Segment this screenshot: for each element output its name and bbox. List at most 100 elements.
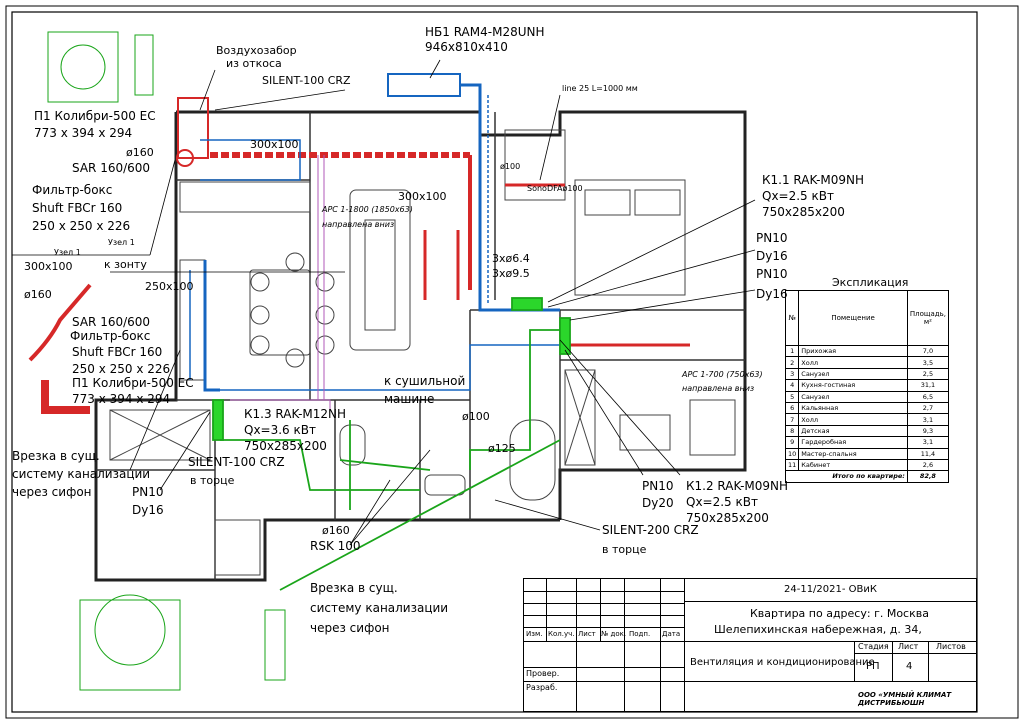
supply-ducts bbox=[28, 97, 690, 414]
exhaust-ducts bbox=[189, 73, 560, 392]
tb-col-3: № док. bbox=[601, 630, 627, 638]
expl-room: Детская bbox=[798, 424, 908, 438]
expl-num: 3 bbox=[784, 367, 800, 381]
expl-area: 7,0 bbox=[906, 344, 950, 358]
apc700b-label: направлена вниз bbox=[682, 384, 755, 393]
rsk-label: RSK 100 bbox=[310, 539, 361, 553]
expl-room: Прихожая bbox=[798, 344, 908, 358]
k11-label: К1.1 RAK-M09NH bbox=[762, 173, 865, 187]
silent200-label: SILENT-200 CRZ bbox=[602, 523, 699, 537]
expl-area: 3,5 bbox=[906, 356, 950, 369]
k12-label: К1.2 RAK-M09NH bbox=[686, 479, 789, 493]
sheet-frame bbox=[5, 5, 1019, 719]
expl-room: Кабинет bbox=[798, 458, 908, 472]
pn10d-label: PN10 bbox=[642, 479, 674, 493]
expl-room: Гардеробная bbox=[798, 436, 908, 449]
expl-num: 1 bbox=[784, 344, 800, 358]
tap2c-label: через сифон bbox=[310, 621, 390, 635]
duct300b-label: 300х100 bbox=[398, 190, 447, 203]
sar2-label: SAR 160/600 bbox=[72, 315, 151, 329]
duct300c-label: 300х100 bbox=[24, 260, 73, 273]
tb-col-1: Кол.уч. bbox=[548, 630, 575, 638]
line25-label: line 25 L=1000 мм bbox=[562, 84, 638, 93]
expl-num: 5 bbox=[784, 390, 800, 403]
pipes1-label: 3хø6.4 bbox=[492, 252, 530, 265]
k13-q-label: Qх=3.6 кВт bbox=[244, 423, 316, 437]
apc1800-label: АРС 1-1800 (1850х63) bbox=[322, 205, 413, 214]
tap1-label: Врезка в сущ. bbox=[12, 449, 100, 463]
k11-q-label: Qх=2.5 кВт bbox=[762, 189, 834, 203]
tb-col-5: Дата bbox=[662, 630, 681, 638]
shuft-label: Shuft FBCr 160 bbox=[32, 201, 123, 215]
pn10a-label: PN10 bbox=[756, 231, 788, 245]
expl-total-row: Итого по квартире:82,8 bbox=[785, 470, 950, 483]
filter2-label: Фильтр-бокс bbox=[70, 329, 151, 343]
tb-address-2: Шелепихинская набережная, д. 34, bbox=[714, 623, 922, 636]
intake-label: Воздухозабор bbox=[216, 44, 297, 57]
title-block: Изм. Кол.уч. Лист № док. Подп. Дата Пров… bbox=[523, 578, 977, 712]
dy16c-label: Dy16 bbox=[132, 503, 164, 517]
node1-label: Узел 1 bbox=[108, 238, 135, 247]
duct250-label: 250х100 bbox=[145, 280, 194, 293]
tb-address-1: Квартира по адресу: г. Москва bbox=[750, 607, 929, 620]
duct300-label: 300х100 bbox=[250, 138, 299, 151]
expl-area: 31,1 bbox=[906, 379, 950, 392]
expl-room: Кальянная bbox=[798, 401, 908, 415]
k11-size-label: 750х285х200 bbox=[762, 205, 845, 219]
p1b-label: П1 Колибри-500 ЕС bbox=[72, 376, 194, 390]
expl-col-area: Площадь, м² bbox=[906, 290, 950, 346]
tap2b-label: систему канализации bbox=[310, 601, 449, 615]
pn10c-label: PN10 bbox=[132, 485, 164, 499]
apc1800b-label: направлена вниз bbox=[322, 220, 395, 229]
expl-total-label: Итого по квартире: bbox=[785, 470, 908, 483]
expl-room: Кухня-гостиная bbox=[798, 379, 908, 392]
pn10b-label: PN10 bbox=[756, 267, 788, 281]
d125-label: ø125 bbox=[488, 442, 516, 455]
expl-num: 10 bbox=[784, 447, 800, 460]
sonodfa-label: SonoDFAø100 bbox=[527, 184, 583, 193]
expl-num: 2 bbox=[784, 356, 800, 369]
shuft2-label: Shuft FBCr 160 bbox=[72, 345, 163, 359]
d160-label: ø160 bbox=[126, 146, 154, 159]
expl-room: Холл bbox=[798, 413, 908, 426]
expl-num: 9 bbox=[784, 436, 800, 449]
expl-total-value: 82,8 bbox=[906, 470, 950, 483]
hood-label: к зонту bbox=[104, 258, 147, 271]
silent100-label: SILENT-100 CRZ bbox=[188, 455, 285, 469]
tb-sheet-header: Лист bbox=[898, 642, 919, 651]
expl-num: 4 bbox=[784, 379, 800, 392]
explication-title: Экспликация bbox=[832, 276, 909, 289]
shuft2-size-label: 250 х 250 х 226 bbox=[72, 362, 171, 376]
nb1-size-label: 946х810х410 bbox=[425, 40, 508, 54]
tb-sheet: 4 bbox=[906, 661, 913, 672]
node1b-label: Узел 1 bbox=[54, 248, 81, 257]
dy20-label: Dy20 bbox=[642, 496, 674, 510]
expl-num: 11 bbox=[784, 458, 800, 472]
expl-area: 6,5 bbox=[906, 390, 950, 403]
tb-company: ООО «УМНЫЙ КЛИМАТ ДИСТРИБЬЮШН bbox=[858, 691, 952, 707]
tb-dev: Разраб. bbox=[526, 683, 558, 692]
expl-room: Санузел bbox=[798, 367, 908, 381]
k12-size-label: 750х285х200 bbox=[686, 511, 769, 525]
tap2-label: Врезка в сущ. bbox=[310, 581, 398, 595]
silent100b-label: в торце bbox=[190, 474, 235, 487]
pipes2-label: 3хø9.5 bbox=[492, 267, 530, 280]
k12-q-label: Qх=2.5 кВт bbox=[686, 495, 758, 509]
dryer2-label: машине bbox=[384, 392, 435, 406]
expl-num: 7 bbox=[784, 413, 800, 426]
tb-stage-header: Стадия bbox=[858, 642, 889, 651]
expl-area: 2,6 bbox=[906, 458, 950, 472]
dy16a-label: Dy16 bbox=[756, 249, 788, 263]
shuft-size-label: 250 х 250 х 226 bbox=[32, 219, 131, 233]
d160c-label: ø160 bbox=[322, 524, 350, 537]
